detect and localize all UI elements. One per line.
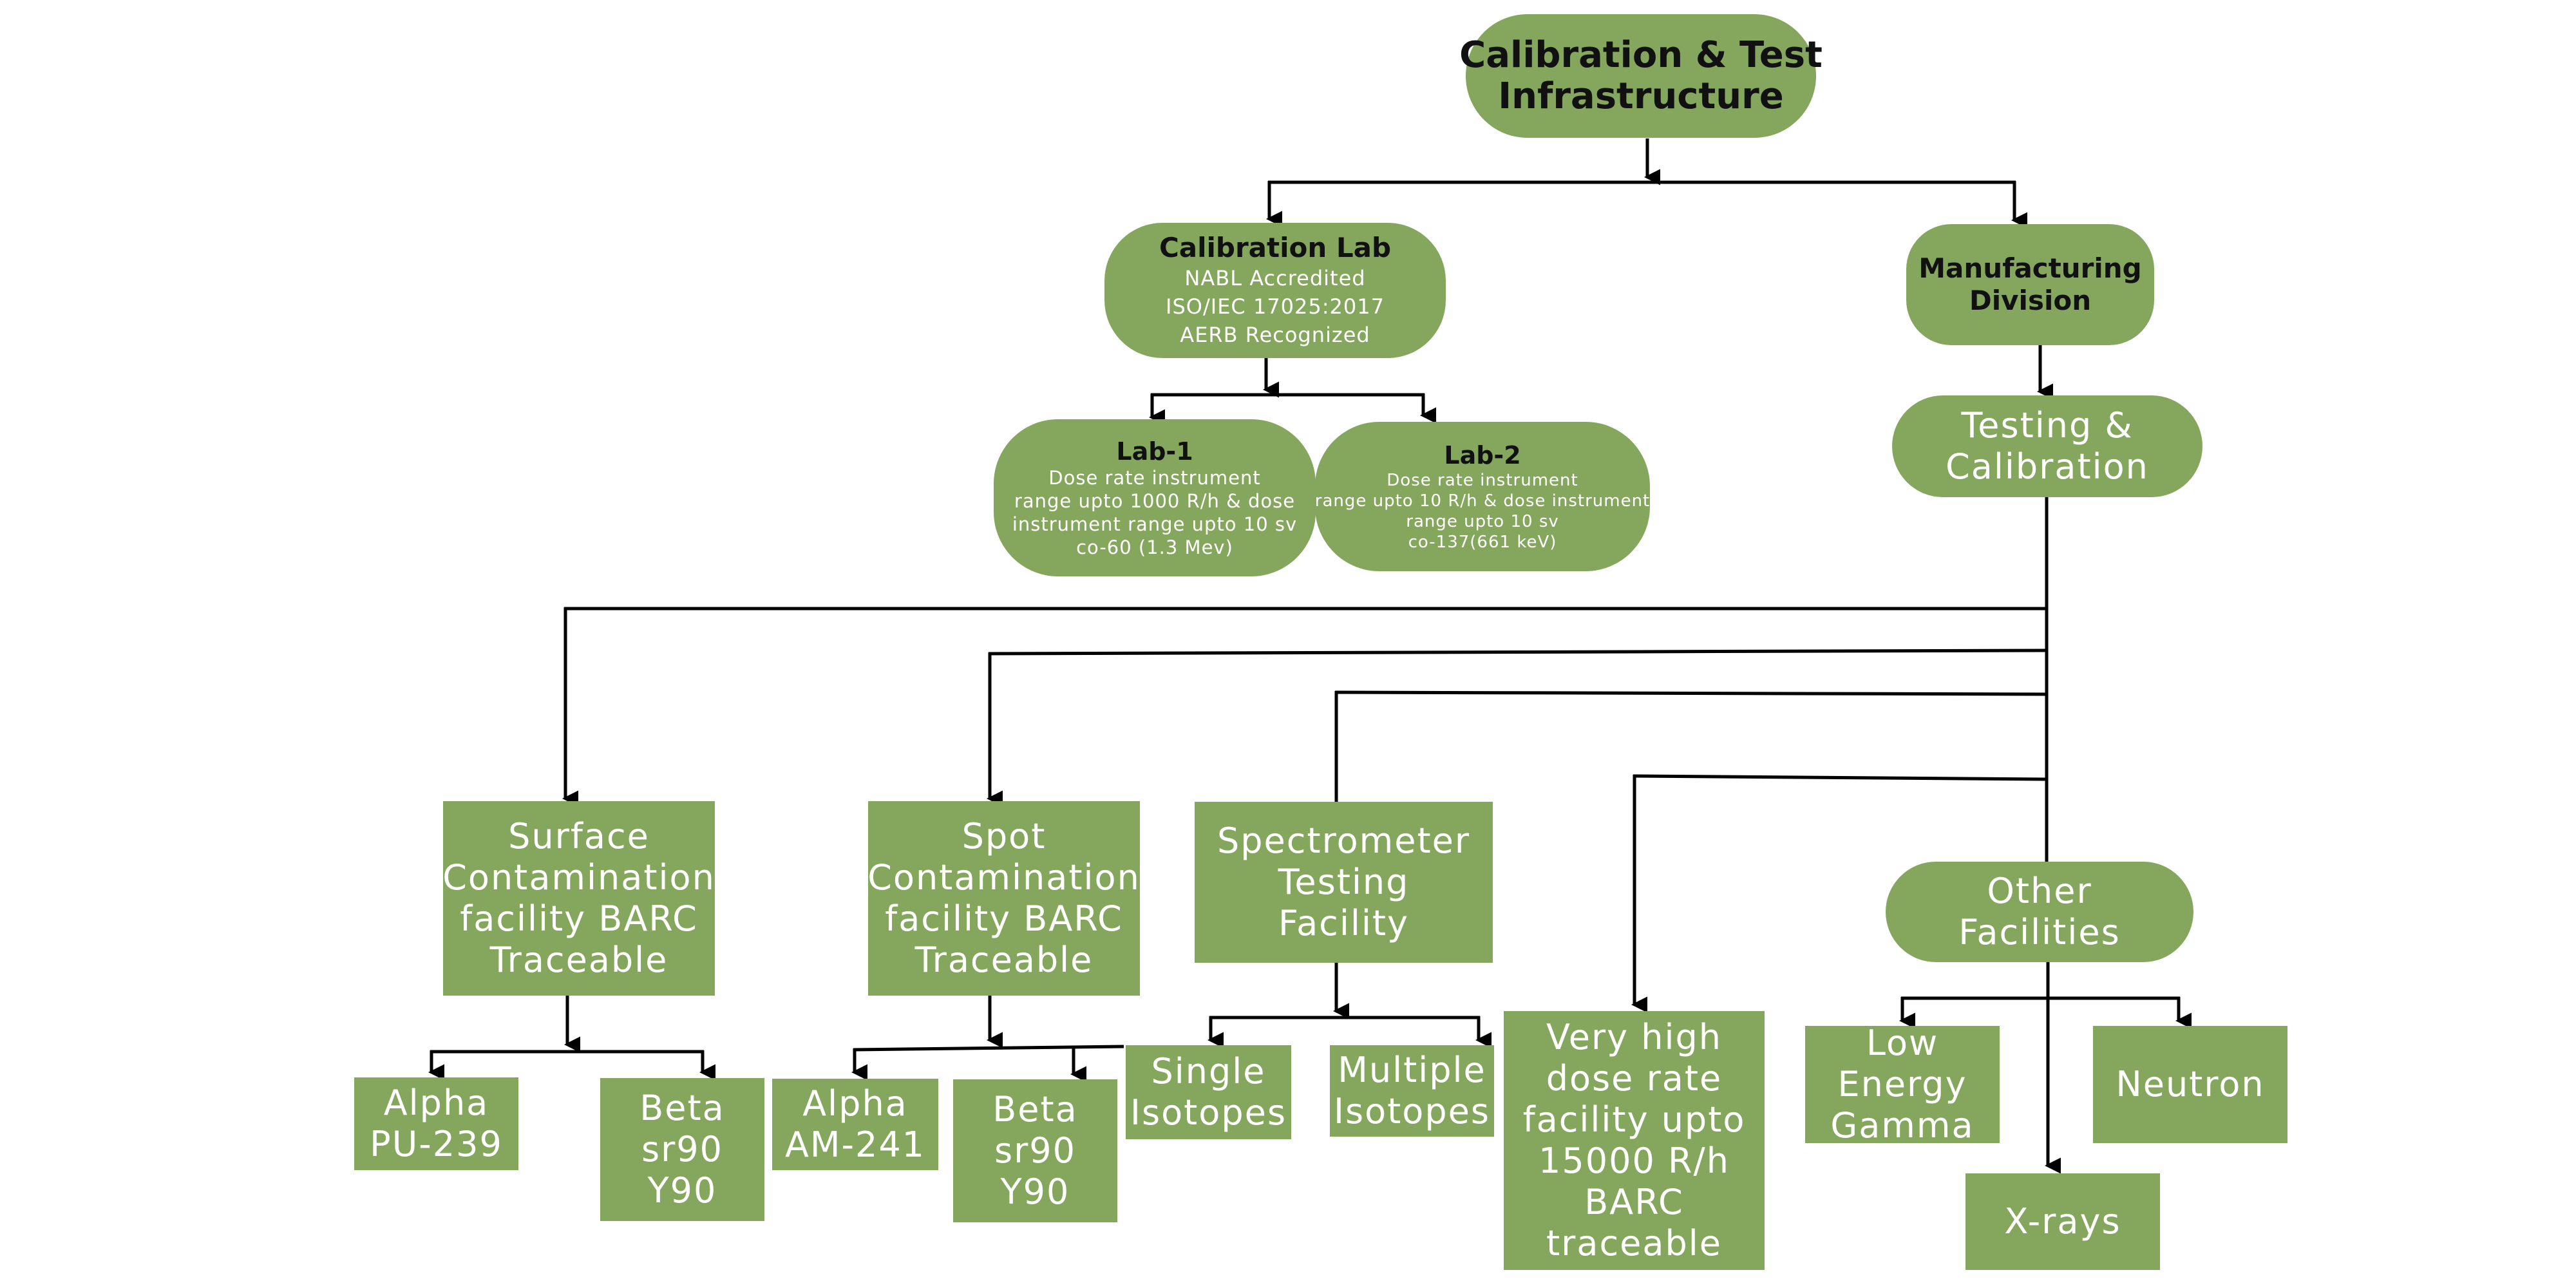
other-line: Other [1987,871,2092,911]
calibration-lab-detail: NABL Accredited [1184,266,1366,290]
lab-2-detail: range upto 10 R/h & dose instrument [1314,491,1651,511]
low-energy-line: Energy [1837,1064,1967,1104]
lab-1-title: Lab-1 [1116,437,1193,466]
beta1-line: Y90 [647,1170,717,1211]
root-title-line2: Infrastructure [1498,75,1784,117]
surface-line: facility BARC [460,898,698,939]
lab-1-node: Lab-1 Dose rate instrument range upto 10… [994,419,1316,576]
alpha-am241-node: Alpha AM-241 [772,1079,938,1170]
spectrometer-testing-node: Spectrometer Testing Facility [1195,802,1493,963]
beta-sr90-node-2: Beta sr90 Y90 [953,1079,1117,1222]
spot-line: facility BARC [885,898,1123,939]
neutron-node: Neutron [2093,1026,2287,1143]
lab-2-detail: range upto 10 sv [1406,512,1559,531]
lab-1-detail: instrument range upto 10 sv [1012,513,1298,535]
surface-line: Contamination [442,857,715,898]
connector-bar-spot [988,649,2047,656]
very-high-line: facility upto [1522,1099,1746,1140]
beta1-line: Beta [639,1088,725,1128]
calibration-lab-node: Calibration Lab NABL Accredited ISO/IEC … [1104,223,1446,358]
spot-line: Traceable [914,940,1094,980]
beta1-line: sr90 [641,1129,724,1170]
neutron-line: Neutron [2116,1064,2265,1104]
lab-1-detail: co-60 (1.3 Mev) [1076,536,1233,558]
very-high-line: dose rate [1546,1058,1723,1099]
very-high-line: traceable [1546,1223,1722,1264]
lab-2-title: Lab-2 [1444,441,1521,469]
beta2-line: Beta [992,1089,1078,1130]
manufacturing-division-node: Manufacturing Division [1906,224,2154,345]
testing-line: Testing & [1961,405,2134,446]
surface-line: Surface [508,816,650,857]
root-title-line1: Calibration & Test [1459,34,1823,76]
very-high-dose-node: Very high dose rate facility upto 15000 … [1504,1011,1765,1270]
calibration-lab-detail: AERB Recognized [1180,323,1370,347]
very-high-line: BARC [1584,1182,1684,1222]
manufacturing-line2: Division [1969,285,2092,316]
single-line: Isotopes [1130,1092,1287,1133]
alpha-pu-line: Alpha [383,1083,489,1123]
lab-2-detail: Dose rate instrument [1387,471,1578,490]
connector-bar-veryhigh [1633,774,2047,781]
lab-1-detail: Dose rate instrument [1048,467,1261,489]
surface-contamination-node: Surface Contamination facility BARC Trac… [442,801,715,996]
very-high-line: Very high [1546,1017,1723,1057]
beta2-line: Y90 [1000,1171,1070,1212]
spectrometer-line: Facility [1278,903,1410,943]
spectrometer-line: Spectrometer [1217,820,1471,861]
alpha-am-line: Alpha [802,1083,908,1124]
very-high-line: 15000 R/h [1539,1141,1730,1181]
connector-spot-bar [853,1045,1124,1052]
beta-sr90-node: Beta sr90 Y90 [600,1078,764,1221]
low-energy-line: Gamma [1830,1105,1975,1146]
multiple-line: Isotopes [1334,1091,1490,1132]
other-line: Facilities [1958,912,2121,952]
multiple-isotopes-node: Multiple Isotopes [1330,1045,1494,1137]
low-energy-gamma-node: Low Energy Gamma [1805,1023,2000,1146]
low-energy-line: Low [1866,1023,1939,1063]
xrays-node: X-rays [1965,1173,2160,1270]
spot-line: Contamination [867,857,1141,898]
single-isotopes-node: Single Isotopes [1126,1045,1291,1139]
single-line: Single [1151,1051,1266,1092]
manufacturing-line1: Manufacturing [1918,252,2142,284]
alpha-pu-line: PU-239 [370,1124,503,1164]
lab-2-detail: co-137(661 keV) [1408,533,1557,552]
alpha-pu239-node: Alpha PU-239 [354,1077,518,1170]
other-facilities-node: Other Facilities [1886,862,2193,962]
connector-bar-spectrometer [1334,690,2047,696]
testing-calibration-node: Testing & Calibration [1892,395,2202,497]
surface-line: Traceable [489,940,668,980]
xrays-line: X-rays [2004,1201,2121,1242]
lab-2-node: Lab-2 Dose rate instrument range upto 10… [1315,422,1650,571]
root-node: Calibration & Test Infrastructure [1459,14,1823,138]
testing-line: Calibration [1946,446,2149,487]
beta2-line: sr90 [994,1130,1077,1171]
calibration-lab-detail: ISO/IEC 17025:2017 [1166,294,1385,319]
spectrometer-line: Testing [1278,862,1410,902]
alpha-am-line: AM-241 [784,1124,926,1165]
lab-1-detail: range upto 1000 R/h & dose [1014,490,1296,512]
multiple-line: Multiple [1338,1050,1486,1090]
spot-contamination-node: Spot Contamination facility BARC Traceab… [867,801,1141,996]
calibration-lab-title: Calibration Lab [1159,232,1392,263]
spot-line: Spot [961,816,1046,857]
